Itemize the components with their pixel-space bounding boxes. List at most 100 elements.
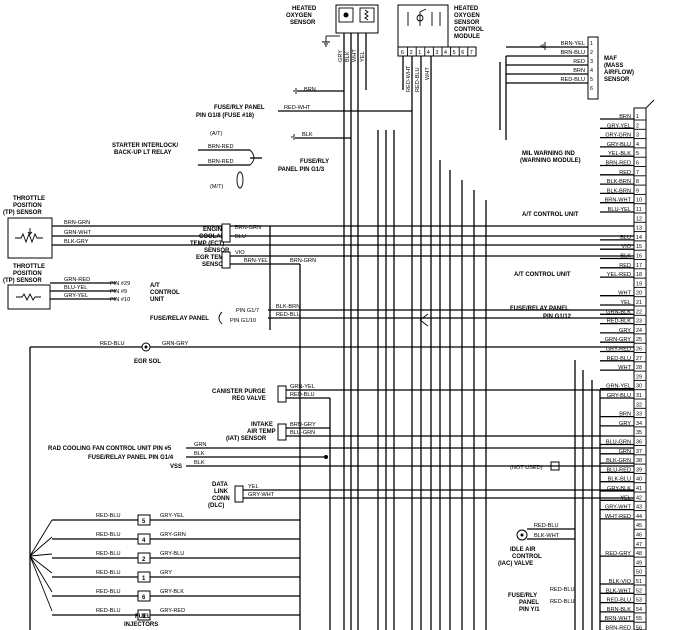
injector-wire-right: GRY-RED: [160, 608, 185, 614]
ecm-pin-number: 19: [636, 281, 642, 287]
svg-text:BRN-YEL: BRN-YEL: [244, 258, 268, 264]
svg-text:RED-WHT: RED-WHT: [406, 65, 412, 92]
tp-resistor-icon: [15, 232, 43, 244]
svg-text:WHT: WHT: [425, 67, 431, 80]
ecm-pin-number: 45: [636, 523, 642, 529]
fuse-g14-ref: FUSE/RELAY PANEL PIN G1/4: [88, 455, 174, 461]
ecm-pin: 53 RED-BLU: [600, 598, 646, 605]
ecm-wire-color: YEL-RED: [607, 272, 631, 278]
svg-text:RED-BLU: RED-BLU: [100, 341, 125, 347]
maf-pin-number: 2: [590, 50, 593, 56]
fuse18-ref: FUSE/RLY PANEL PIN G1/8 (FUSE #18): [196, 105, 266, 119]
maf-wire-color: RED-BLU: [560, 77, 585, 83]
ecm-pin-number: 28: [636, 365, 642, 371]
svg-text:BLK-GRY: BLK-GRY: [64, 239, 89, 245]
ecm-wire-color: GRY-BLU: [607, 142, 631, 148]
rad-fan-ref: RAD COOLING FAN CONTROL UNIT PIN #5: [48, 446, 172, 452]
svg-text:BLK: BLK: [345, 51, 351, 62]
ecm-pin-number: 16: [636, 254, 642, 260]
ecm-pin-number: 49: [636, 560, 642, 566]
ecm-pin-number: 51: [636, 579, 642, 585]
mil-ref: MIL WARNING IND (WARNING MODULE): [520, 151, 581, 164]
ect-sensor-box: [221, 223, 231, 243]
dlc-label: DATA LINK CONN (DLC): [208, 482, 231, 509]
ecm-pin-number: 52: [636, 588, 642, 594]
ecm-pin-number: 4: [636, 142, 639, 148]
module-pin-number: 4: [444, 50, 447, 56]
ecm-wire-color: RED-BLU: [606, 598, 631, 604]
maf-pin-number: 6: [590, 86, 593, 92]
ecm-pin: 35: [634, 430, 646, 437]
ecm-pin-number: 11: [636, 207, 642, 213]
ecm-pin-number: 50: [636, 570, 642, 576]
svg-text:RED-BLU: RED-BLU: [415, 67, 421, 92]
ecm-pin-number: 20: [636, 291, 642, 297]
ecm-pin-number: 14: [636, 235, 642, 241]
ecm-pin: 4 GRY-BLU: [600, 142, 646, 149]
ground-icon-3: [291, 134, 295, 140]
ect-label: ENGINE COOLANT TEMP (ECT) SENSOR: [190, 227, 230, 254]
ecm-wire-color: GRY-BLK: [607, 486, 631, 492]
ecm-pin-number: 12: [636, 216, 642, 222]
at-unit-ref-3: A/T CONTROL UNIT: [150, 283, 181, 303]
ecm-pin-number: 53: [636, 598, 642, 604]
ecm-pin-number: 2: [636, 123, 639, 129]
svg-text:BRN-GRY: BRN-GRY: [290, 422, 316, 428]
ecm-pin-number: 47: [636, 542, 642, 548]
ecm-pin-number: 56: [636, 626, 642, 630]
ecm-pin: 46: [634, 533, 646, 539]
injectors-label: FUEL INJECTORS: [124, 614, 158, 628]
ecm-pin: 49: [634, 560, 646, 567]
iat-label: INTAKE AIR TEMP (IAT) SENSOR: [226, 422, 277, 442]
svg-text:BLU-YEL: BLU-YEL: [64, 285, 87, 291]
ecm-pin-number: 30: [636, 384, 642, 390]
ecm-pin: 45: [634, 523, 646, 530]
ecm-pin: 47: [634, 542, 646, 549]
iat-box: [277, 423, 287, 441]
svg-text:BRN: BRN: [304, 87, 316, 93]
ecm-pin-number: 15: [636, 244, 642, 250]
injector-wire-right: GRY-YEL: [160, 513, 184, 519]
ecm-pin-number: 54: [636, 607, 642, 613]
ecm-pin-number: 21: [636, 300, 642, 306]
tp-wiper-icon: [27, 228, 33, 235]
ecm-wire-color: GRY-YEL: [607, 123, 631, 129]
ecm-wire-color: RED-BLU: [606, 356, 631, 362]
svg-text:RED-BLU: RED-BLU: [276, 312, 301, 318]
ecm-pin-list: 1BRN2GRY-YEL3GRY-GRN4GRY-BLU5YEL-BLK6BRN…: [600, 114, 646, 630]
ecm-wire-color: BLK-BRN: [607, 188, 631, 194]
dlc-box: [234, 485, 244, 503]
injector-wire-right: GRY-BLK: [160, 589, 184, 595]
module-pin-number: 2: [410, 50, 413, 56]
ecm-pin-number: 37: [636, 449, 642, 455]
svg-text:BRN-GRN: BRN-GRN: [64, 220, 90, 226]
ecm-connector: [633, 107, 647, 630]
ground-icon: [322, 36, 330, 47]
ecm-wire-color: WHT-RED: [605, 514, 631, 520]
module-wires: [402, 56, 432, 630]
svg-text:WHT: WHT: [352, 49, 358, 62]
ecm-pin-number: 3: [636, 133, 639, 139]
ecm-pin-number: 34: [636, 421, 642, 427]
